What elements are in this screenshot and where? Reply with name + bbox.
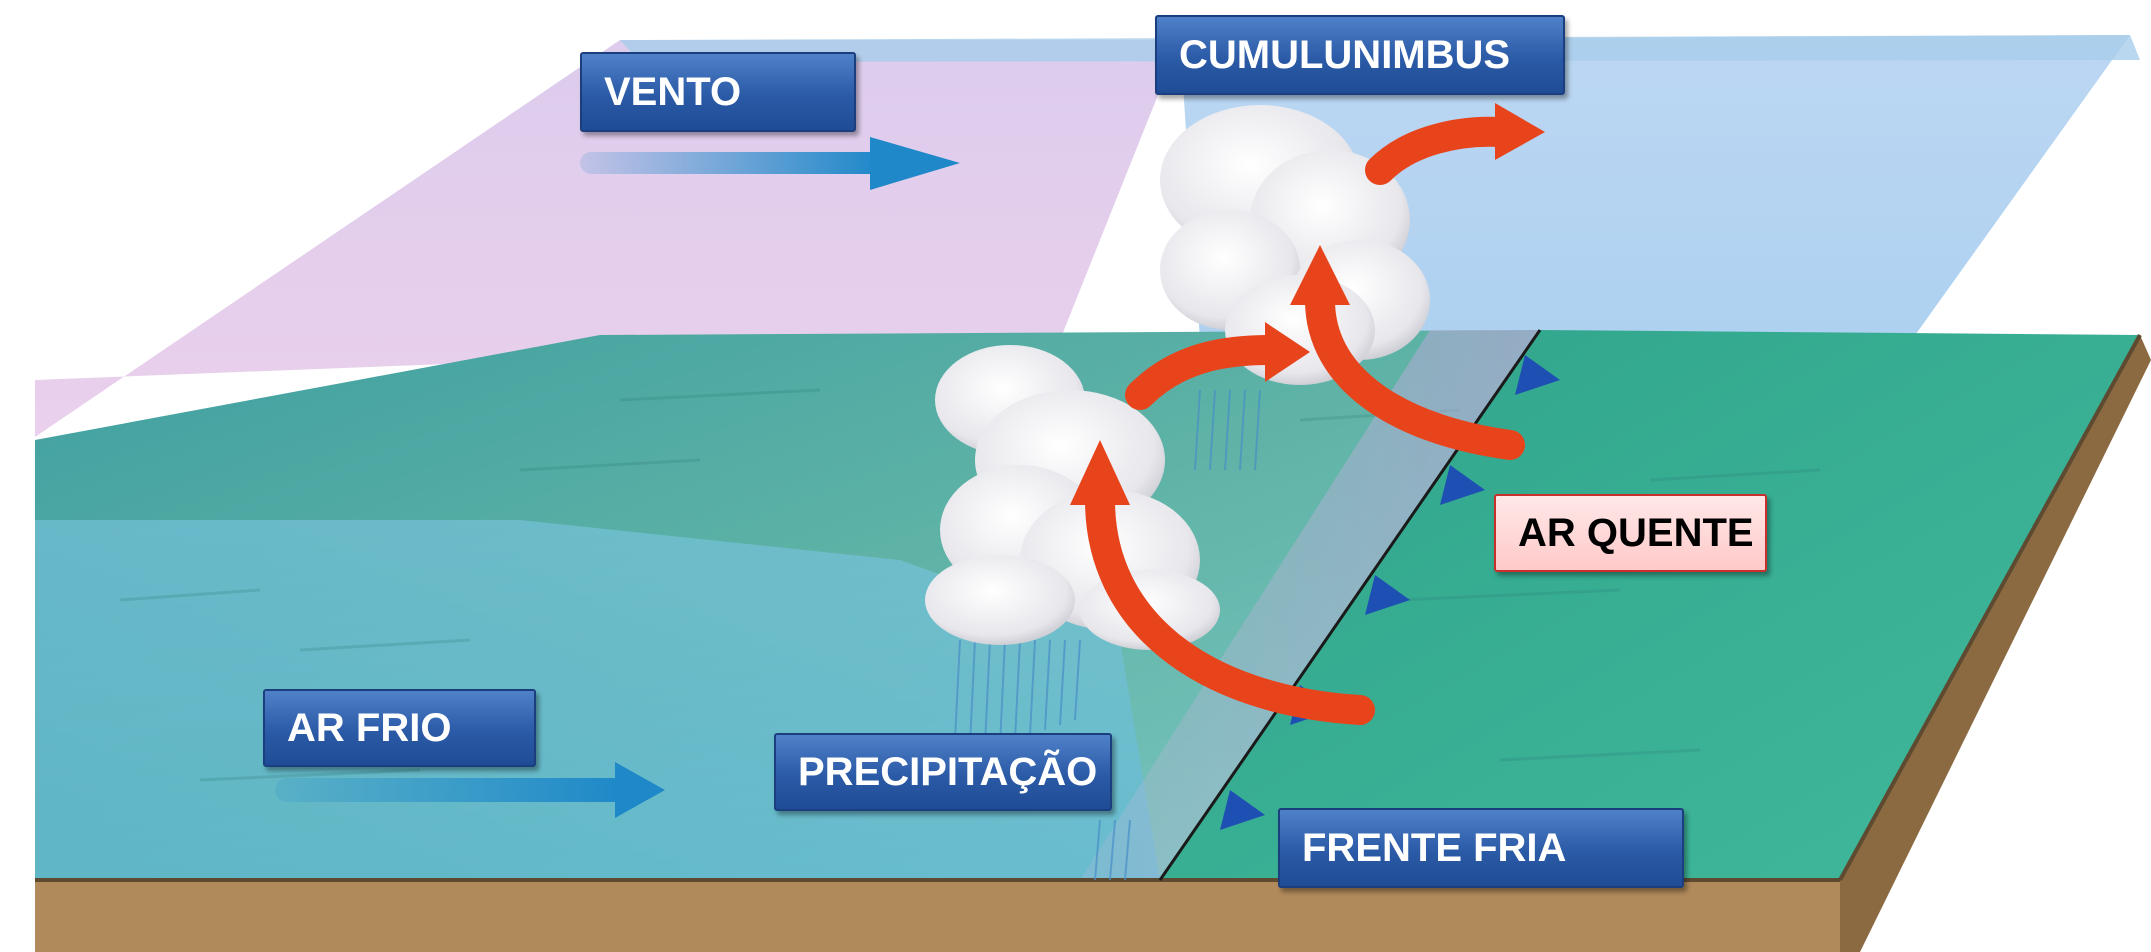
front-triangle (1440, 465, 1485, 505)
soil-front (35, 880, 1840, 952)
label-cumulonimbus: CUMULUNIMBUS (1155, 15, 1565, 95)
soil-side (1840, 335, 2151, 952)
label-ar-quente: AR QUENTE (1494, 494, 1767, 572)
arrow-head (1290, 245, 1350, 305)
ground-side-edge (1838, 334, 2142, 881)
rain-streaks (954, 389, 1261, 881)
arrow-head (1265, 322, 1310, 382)
label-frente-fria: FRENTE FRIA (1278, 808, 1684, 888)
label-ar-frio: AR FRIO (263, 689, 536, 767)
rising-air-arrow (1125, 335, 1285, 410)
ground-warm-side (1160, 330, 2140, 880)
cold-air-arrow (275, 762, 665, 818)
arrow-head (1495, 103, 1545, 160)
rising-air-arrow (1365, 116, 1515, 185)
cold-front-line (1158, 329, 1542, 881)
front-triangle (1220, 790, 1265, 830)
arrow-head (1070, 440, 1130, 505)
label-vento: VENTO (580, 52, 856, 132)
rising-air-arrow (1085, 485, 1375, 725)
cloud-lobe (925, 555, 1075, 645)
frontal-surface (1080, 330, 1540, 880)
rising-air-arrows (1085, 116, 1525, 725)
arrow-heads (1070, 103, 1545, 505)
rising-air-arrow (1305, 285, 1525, 460)
wind-arrow (580, 137, 960, 190)
label-precipitacao: PRECIPITAÇÃO (774, 733, 1112, 811)
front-triangle (1365, 575, 1410, 615)
front-triangle (1515, 355, 1560, 395)
